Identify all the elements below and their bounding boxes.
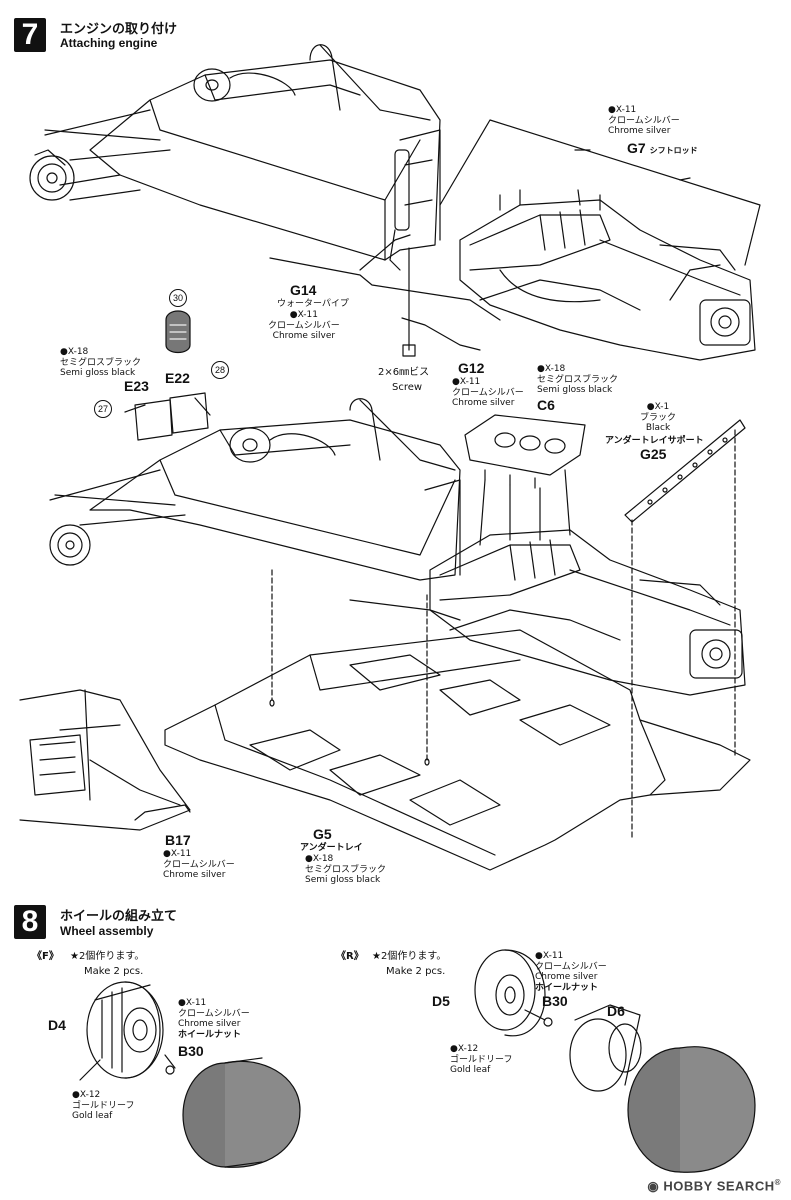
front-b30-paint-label: ●X-11 クロームシルバー Chrome silver ホイールナット	[178, 998, 250, 1040]
rear-b30-paint-label: ●X-11 クロームシルバー Chrome silver ホイールナット	[535, 951, 607, 993]
step-8-title-en: Wheel assembly	[60, 924, 154, 938]
callout-27: 27	[94, 400, 112, 418]
g5-part-label: G5	[313, 826, 332, 842]
front-b30-part-label: B30	[178, 1043, 204, 1059]
c6-paint-label: ●X-18 セミグロスブラック Semi gloss black	[537, 364, 619, 395]
g12-paint-label: ●X-11 クロームシルバー Chrome silver	[452, 377, 524, 408]
rear-tag: 《R》	[336, 951, 364, 962]
d4-part-label: D4	[48, 1017, 66, 1033]
callout-28: 28	[211, 361, 229, 379]
rear-note-en: Make 2 pcs.	[386, 966, 446, 977]
b17-paint-label: ●X-11 クロームシルバー Chrome silver	[163, 849, 235, 880]
step-8-title-jp: ホイールの組み立て	[60, 909, 178, 924]
rear-tire-drawing	[627, 1046, 756, 1173]
g14-paint-label: ●X-11 クロームシルバー Chrome silver	[268, 310, 340, 341]
g14-part-label: G14	[290, 282, 317, 298]
g12-part-label: G12	[458, 360, 485, 376]
g25-paint-label: ●X-1 ブラック Black	[640, 402, 677, 433]
e22-part-label: E22	[165, 370, 190, 386]
front-tag: 《F》	[32, 951, 59, 962]
engine-top-drawing	[459, 189, 756, 361]
undertray-g5-drawing	[164, 629, 751, 871]
g25-part-label: G25	[640, 446, 667, 462]
water-pipe-g14	[269, 257, 501, 321]
rear-note-jp: ★2個作ります。	[372, 951, 447, 962]
d5-part-label: D5	[432, 993, 450, 1009]
rear-wheel-drawing	[474, 949, 553, 1037]
front-note-en: Make 2 pcs.	[84, 966, 144, 977]
hobby-search-logo-icon: ◉	[647, 1178, 660, 1193]
screw-name-label: Screw	[392, 382, 423, 393]
e23-paint-label: ●X-18 セミグロスブラック Semi gloss black	[60, 347, 142, 378]
part-g25-drawing	[624, 419, 746, 523]
c6-part-label: C6	[537, 397, 555, 413]
chassis-middle-drawing	[49, 392, 461, 581]
step-7-title-en: Attaching engine	[60, 36, 158, 50]
g7-paint-label: ●X-11 クロームシルバー Chrome silver	[608, 105, 680, 136]
part-b17-drawing	[19, 689, 191, 831]
g14-name-label: ウォーターパイプ	[277, 299, 349, 309]
step-7-title-jp: エンジンの取り付け	[60, 22, 178, 37]
step-8-number: 8	[14, 905, 46, 939]
shift-rod-g7	[439, 119, 761, 266]
front-tire-drawing	[182, 1057, 301, 1168]
part-c6-drawing	[464, 414, 586, 489]
screw-size-label: 2×6㎜ビス	[378, 367, 430, 378]
engine-middle-drawing	[349, 529, 746, 696]
g5-paint-label: ●X-18 セミグロスブラック Semi gloss black	[305, 854, 387, 885]
rear-rim-d6-drawing	[569, 1004, 642, 1092]
g25-name-label: アンダートレイサポート	[605, 436, 704, 446]
front-note-jp: ★2個作ります。	[70, 951, 145, 962]
rear-b30-part-label: B30	[542, 993, 568, 1009]
e23-part-label: E23	[124, 378, 149, 394]
d6-part-label: D6	[607, 1003, 625, 1019]
b17-part-label: B17	[165, 832, 191, 848]
g5-name-label: アンダートレイ	[300, 843, 363, 853]
callout-30: 30	[169, 289, 187, 307]
front-wheel-drawing	[79, 981, 176, 1081]
part-e22-drawing	[165, 310, 191, 354]
chassis-top-drawing	[29, 44, 441, 271]
g7-part-label: G7 シフトロッド	[627, 140, 698, 156]
hobby-search-watermark: ◉ HOBBY SEARCH®	[647, 1177, 781, 1193]
front-gold-paint-label: ●X-12 ゴールドリーフ Gold leaf	[72, 1090, 135, 1121]
rear-gold-paint-label: ●X-12 ゴールドリーフ Gold leaf	[450, 1044, 513, 1075]
step-7-number: 7	[14, 18, 46, 52]
